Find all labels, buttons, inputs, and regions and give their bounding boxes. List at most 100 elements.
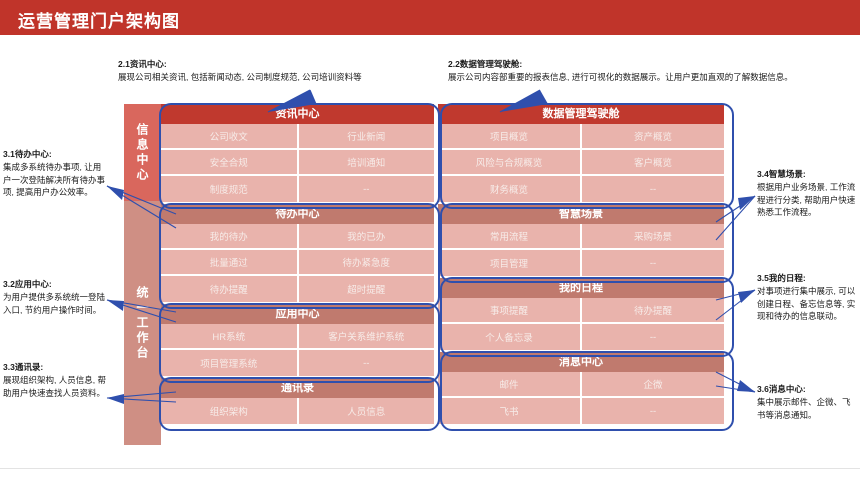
module-cell[interactable]: -- (649, 257, 657, 269)
module-app-center[interactable]: 应用中心 HR系统客户关系维护系统项目管理系统 -- (161, 304, 434, 376)
module-news-center[interactable]: 资讯中心 公司收文行业新闻安全合规培训通知制度规范 -- (161, 104, 434, 202)
module-title: 智慧场景 (438, 204, 724, 224)
note-title: 3.6消息中心: (757, 384, 806, 394)
note-my-calendar: 3.5我的日程: 对事项进行集中展示, 可以创建日程、备忘信息等, 实现和待办的… (757, 272, 857, 322)
module-row: 制度规范 -- (161, 176, 434, 202)
module-cell[interactable]: 飞书 (438, 398, 582, 424)
module-cell[interactable]: 个人备忘录 (438, 324, 582, 350)
note-body: 展现公司相关资讯, 包括新闻动态, 公司制度规范, 公司培训资料等 (118, 72, 362, 83)
module-cell[interactable]: 风险与合规概览 (438, 150, 582, 176)
module-cell[interactable]: 人员信息 (347, 407, 386, 418)
module-cell[interactable]: 待办提醒 (582, 298, 724, 324)
module-row: 财务概览 -- (438, 176, 724, 202)
module-cell[interactable]: -- (649, 183, 657, 195)
rail-unified-workbench: 统一工作台 (124, 201, 161, 445)
module-cell[interactable]: -- (649, 331, 657, 343)
note-data-cockpit: 2.2数据管理驾驶舱: 展示公司内容部重要的报表信息, 进行可视化的数据展示。让… (448, 58, 848, 84)
module-cell[interactable]: 项目管理 (438, 250, 582, 276)
module-grid: 资讯中心 公司收文行业新闻安全合规培训通知制度规范 -- 数据管理驾驶舱 项目概览… (161, 104, 724, 445)
note-body: 为用户提供多系统统一登陆入口, 节约用户操作时间。 (3, 292, 106, 315)
module-cells: 项目概览资产概览风险与合规概览客户概览财务概览 -- (438, 124, 724, 202)
rail-info-center: 信息中心 (124, 104, 161, 201)
note-title: 3.1待办中心: (3, 149, 52, 159)
module-cell[interactable]: 组织架构 (161, 398, 299, 424)
module-cell[interactable]: 公司收文 (161, 124, 299, 150)
note-body: 集成多系统待办事项, 让用户一次登陆解决所有待办事项, 提高用户办公效率。 (3, 162, 106, 197)
module-cell[interactable]: 超时提醒 (347, 285, 386, 296)
module-cell[interactable]: -- (649, 405, 657, 417)
module-cells: HR系统客户关系维护系统项目管理系统 -- (161, 324, 434, 376)
module-cell[interactable]: 待办提醒 (161, 276, 299, 302)
module-cell[interactable]: 常用流程 (438, 224, 582, 250)
module-cell[interactable]: 邮件 (438, 372, 582, 398)
module-title: 应用中心 (161, 304, 434, 324)
module-cell[interactable]: HR系统 (161, 324, 299, 350)
module-title: 我的日程 (438, 278, 724, 298)
note-news-center: 2.1资讯中心: 展现公司相关资讯, 包括新闻动态, 公司制度规范, 公司培训资… (118, 58, 448, 84)
module-title: 待办中心 (161, 204, 434, 224)
leader-todo-arrow (107, 186, 124, 200)
module-my-calendar[interactable]: 我的日程 事项提醒待办提醒个人备忘录 -- (438, 278, 724, 350)
module-cell[interactable]: -- (363, 183, 370, 195)
module-cells: 常用流程采购场景项目管理 -- (438, 224, 724, 276)
module-cell[interactable]: 企微 (582, 372, 724, 398)
module-cell[interactable]: 行业新闻 (298, 124, 434, 150)
module-row: 飞书 -- (438, 398, 724, 424)
module-cells: 事项提醒待办提醒个人备忘录 -- (438, 298, 724, 350)
module-row: 邮件企微 (438, 372, 724, 398)
module-contacts[interactable]: 通讯录 组织架构人员信息 (161, 378, 434, 424)
module-cell[interactable]: 资产概览 (582, 124, 724, 150)
module-cell[interactable]: 批量通过 (161, 250, 299, 276)
module-cell[interactable]: 我的待办 (161, 224, 299, 250)
module-row: 批量通过待办紧急度 (161, 250, 434, 276)
note-body: 展现组织架构, 人员信息, 帮助用户快速查找人员资料。 (3, 375, 106, 398)
module-cell[interactable]: 事项提醒 (438, 298, 582, 324)
note-app-center: 3.2应用中心: 为用户提供多系统统一登陆入口, 节约用户操作时间。 (3, 278, 107, 316)
note-todo-center: 3.1待办中心: 集成多系统待办事项, 让用户一次登陆解决所有待办事项, 提高用… (3, 148, 107, 198)
module-cell[interactable]: 待办紧急度 (298, 250, 434, 276)
module-row: 事项提醒待办提醒 (438, 298, 724, 324)
module-cell[interactable]: 项目概览 (438, 124, 582, 150)
module-cell[interactable]: -- (363, 357, 370, 369)
note-title: 2.1资讯中心: (118, 59, 167, 69)
leader-contact-arrow (107, 394, 124, 404)
module-title: 数据管理驾驶舱 (438, 104, 724, 124)
module-row: HR系统客户关系维护系统 (161, 324, 434, 350)
module-row: 个人备忘录 -- (438, 324, 724, 350)
module-row: 组织架构 人员信息 (161, 398, 434, 424)
note-contacts: 3.3通讯录: 展现组织架构, 人员信息, 帮助用户快速查找人员资料。 (3, 361, 107, 399)
module-cell[interactable]: 财务概览 (438, 176, 582, 202)
note-body: 展示公司内容部重要的报表信息, 进行可视化的数据展示。让用户更加直观的了解数据信… (448, 72, 793, 83)
leader-app-arrow (107, 300, 124, 311)
module-row: 待办提醒 超时提醒 (161, 276, 434, 302)
module-cell[interactable]: 我的已办 (298, 224, 434, 250)
note-body: 集中展示邮件、企微、飞书等消息通知。 (757, 397, 851, 420)
note-title: 2.2数据管理驾驶舱: (448, 59, 523, 69)
module-title: 资讯中心 (161, 104, 434, 124)
module-row: 常用流程采购场景 (438, 224, 724, 250)
module-todo-center[interactable]: 待办中心 我的待办我的已办批量通过待办紧急度待办提醒 超时提醒 (161, 204, 434, 302)
module-cell[interactable]: 安全合规 (161, 150, 299, 176)
page-title: 运营管理门户架构图 (18, 12, 180, 31)
leader-calendar-arrow (738, 290, 755, 303)
diagram-body: 信息中心 统一工作台 资讯中心 公司收文行业新闻安全合规培训通知制度规范 -- 数… (124, 104, 724, 445)
module-smart-scene[interactable]: 智慧场景 常用流程采购场景项目管理 -- (438, 204, 724, 276)
bottom-strip (0, 468, 860, 479)
leader-news-line2 (309, 89, 317, 105)
module-cell[interactable]: 客户概览 (582, 150, 724, 176)
module-row: 项目管理 -- (438, 250, 724, 276)
note-title: 3.5我的日程: (757, 273, 806, 283)
module-cell[interactable]: 项目管理系统 (161, 350, 299, 376)
module-message-center[interactable]: 消息中心 邮件企微飞书-- (438, 352, 724, 424)
note-body: 对事项进行集中展示, 可以创建日程、备忘信息等, 实现和待办的信息联动。 (757, 286, 856, 321)
note-title: 3.2应用中心: (3, 279, 52, 289)
module-cells: 公司收文行业新闻安全合规培训通知制度规范 -- (161, 124, 434, 202)
module-cells: 邮件企微飞书 -- (438, 372, 724, 424)
module-cell[interactable]: 培训通知 (298, 150, 434, 176)
module-cell[interactable]: 制度规范 (161, 176, 299, 202)
module-row: 公司收文行业新闻 (161, 124, 434, 150)
rail-column: 信息中心 统一工作台 (124, 104, 161, 445)
module-data-cockpit[interactable]: 数据管理驾驶舱 项目概览资产概览风险与合规概览客户概览财务概览 -- (438, 104, 724, 202)
module-cell[interactable]: 客户关系维护系统 (298, 324, 434, 350)
module-cell[interactable]: 采购场景 (582, 224, 724, 250)
